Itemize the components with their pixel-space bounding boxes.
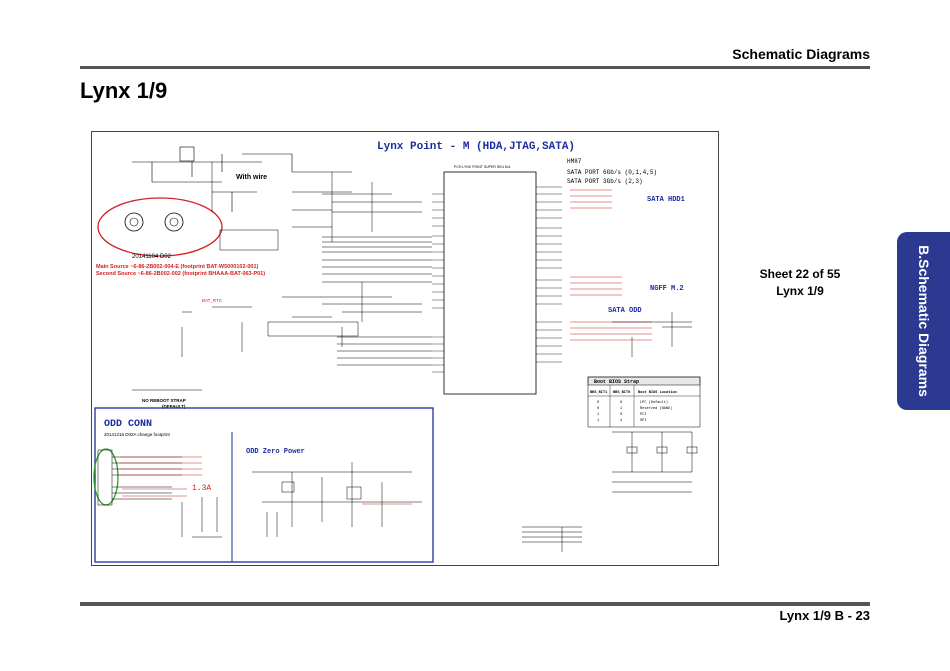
odd-zero-power-label: ODD Zero Power [246, 448, 305, 456]
boot-bios-title: Boot BIOS Strap [594, 379, 639, 385]
row2-bit1: 0 [597, 407, 599, 411]
row1-location: LPC (Default) [640, 400, 668, 405]
chip-title: PCH LYNX POINT SUPER SKU 8x1 [454, 165, 511, 169]
bbs-bit0-header: BBS_BIT0 [613, 391, 630, 395]
date-note: 20141104 D02 [132, 254, 172, 260]
sata-hdd1-label: SATA HDD1 [647, 196, 685, 204]
boot-location-header: Boot BIOS Location [638, 390, 677, 395]
row3-bit0: 0 [620, 413, 622, 417]
sata-ports-6g: SATA PORT 6Gb/s (0,1,4,5) [567, 169, 657, 176]
default-label: (DEFAULT) [162, 404, 186, 409]
sheet-number: Sheet 22 of 55 [759, 267, 841, 281]
row3-location: PCI [640, 413, 646, 417]
sheet-info: Sheet 22 of 55 Lynx 1/9 [740, 266, 860, 300]
row2-bit0: 1 [620, 407, 622, 411]
header-title: Schematic Diagrams [732, 46, 870, 62]
row4-bit1: 1 [597, 419, 599, 423]
no-reboot-strap: NO REBOOT STRAP [142, 398, 186, 403]
battery-symbol-1 [124, 212, 144, 232]
pch-chip [443, 171, 537, 395]
bbs-bit1-header: BBS_BIT1 [590, 391, 607, 395]
footer-text: Lynx 1/9 B - 23 [779, 608, 870, 623]
side-tab-label: B.Schematic Diagrams [915, 245, 932, 397]
row2-location: Reserved (NAND) [640, 406, 672, 411]
second-source: Second Source ~6-86-2B002-002 (footprint… [96, 271, 265, 277]
schematic-diagram: Lynx Point - M (HDA,JTAG,SATA) With wire… [91, 131, 719, 566]
odd-conn-label: ODD CONN [104, 419, 152, 430]
battery-symbol-2 [164, 212, 184, 232]
row1-bit1: 0 [597, 401, 599, 405]
footer-rule [80, 602, 870, 606]
sata-odd-label: SATA ODD [608, 307, 642, 315]
boot-bios-table [587, 376, 701, 428]
odd-connector-highlight [93, 448, 119, 506]
side-tab-label-wrap: B.Schematic Diagrams [897, 232, 950, 410]
rtc-battery-label: BAT_RTC [202, 298, 223, 303]
row4-bit0: 1 [620, 419, 622, 423]
schematic-main-title: Lynx Point - M (HDA,JTAG,SATA) [377, 141, 575, 153]
sheet-name: Lynx 1/9 [776, 284, 824, 298]
row4-location: SPI [640, 419, 646, 423]
side-tab [897, 232, 950, 410]
with-wire-note: With wire [236, 174, 267, 181]
schematic-drawing: Lynx Point - M (HDA,JTAG,SATA) With wire… [93, 141, 701, 563]
page-title: Lynx 1/9 [80, 78, 168, 103]
odd-conn-note: 20141216 D02A change footprint [104, 432, 171, 437]
header-rule [80, 66, 870, 69]
row1-bit0: 0 [620, 401, 622, 405]
hm87-label: HM87 [567, 158, 582, 165]
main-source: Main Source ~6-86-2B002-004-E (footprint… [96, 264, 259, 270]
sata-ports-3g: SATA PORT 3Gb/s (2,3) [567, 178, 643, 185]
current-label: 1.3A [192, 484, 211, 493]
battery-highlight [97, 197, 223, 257]
row3-bit1: 1 [597, 413, 599, 417]
ngff-label: NGFF M.2 [650, 285, 684, 293]
